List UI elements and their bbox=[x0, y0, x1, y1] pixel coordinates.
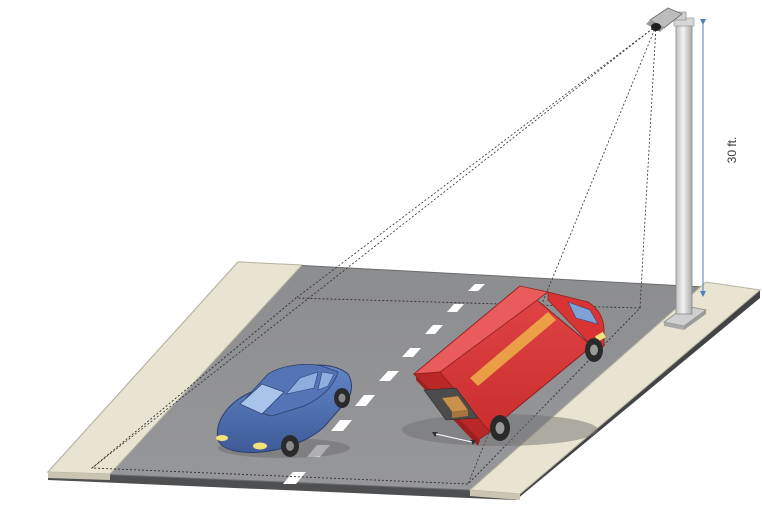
height-label: 30 ft. bbox=[725, 137, 739, 164]
height-dimension: 30 ft. bbox=[700, 19, 739, 297]
car-icon bbox=[216, 364, 352, 458]
detection-zone bbox=[90, 297, 642, 485]
van-icon bbox=[402, 285, 606, 446]
package-icon bbox=[441, 395, 469, 418]
pole-icon bbox=[663, 17, 707, 330]
camera-icon bbox=[646, 7, 687, 32]
left-sidewalk bbox=[46, 261, 304, 480]
